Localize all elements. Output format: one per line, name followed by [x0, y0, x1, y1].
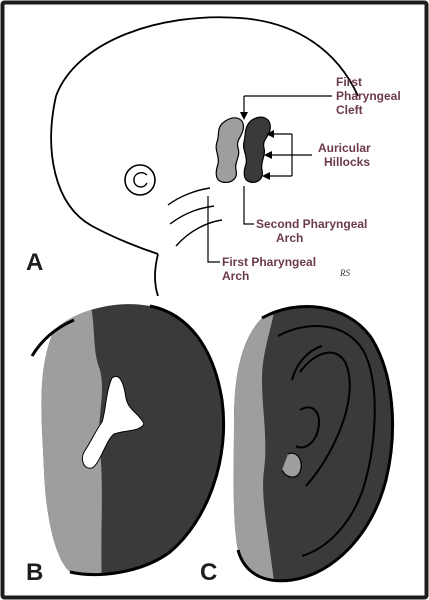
maxillary-process-line [167, 187, 211, 206]
panel-a: First Pharyngeal Cleft Auricular Hillock… [26, 16, 401, 297]
auricle-c-antihelix [299, 351, 351, 487]
panel-letter-a: A [26, 249, 43, 276]
embryo-face-outline [50, 95, 159, 255]
auricle-c-tragus [281, 452, 302, 478]
auricle-c-concha [295, 406, 320, 449]
label-hillocks-line2: Hillocks [324, 155, 370, 169]
hillocks-arrowhead-mid [264, 151, 272, 159]
mandibular-process-line [169, 205, 215, 225]
panel-letter-c: C [200, 559, 217, 586]
label-first-cleft-line3: Cleft [336, 103, 363, 117]
auricle-b-top-notch [30, 318, 75, 357]
embryo-head-outline [55, 16, 359, 97]
cleft-pointer-arrowhead [240, 112, 248, 120]
auricle-c-helix-line [277, 324, 376, 557]
label-first-cleft-line1: First [336, 75, 362, 89]
label-first-arch-line2: Arch [222, 269, 249, 283]
label-second-arch-line2: Arch [276, 231, 303, 245]
label-hillocks-line1: Auricular [318, 141, 371, 155]
hillocks-arrowhead-bottom [262, 172, 270, 180]
first-arch-leader [207, 196, 220, 263]
panel-b: B [26, 304, 226, 586]
embryo-eye [124, 164, 156, 196]
auricle-b-rim [69, 304, 226, 577]
auricle-c-antihelix-crus [291, 345, 323, 381]
second-arch-leader [243, 186, 254, 225]
embryo-neck-outline [154, 253, 159, 297]
auricle-c-rim [236, 305, 395, 583]
hillocks-arrowhead-top [266, 130, 274, 138]
label-second-arch-line1: Second Pharyngeal [256, 217, 367, 231]
first-arch-hillocks [215, 117, 245, 183]
label-first-cleft-line2: Pharyngeal [336, 89, 401, 103]
second-arch-hillocks [242, 116, 271, 183]
label-first-arch-line1: First Pharyngeal [222, 255, 316, 269]
panel-letter-b: B [26, 559, 43, 586]
auricle-b-cleft [81, 376, 145, 469]
neck-arch-line [175, 219, 223, 247]
artist-signature: RS [339, 268, 350, 278]
embryo-eye-inner [133, 172, 148, 188]
